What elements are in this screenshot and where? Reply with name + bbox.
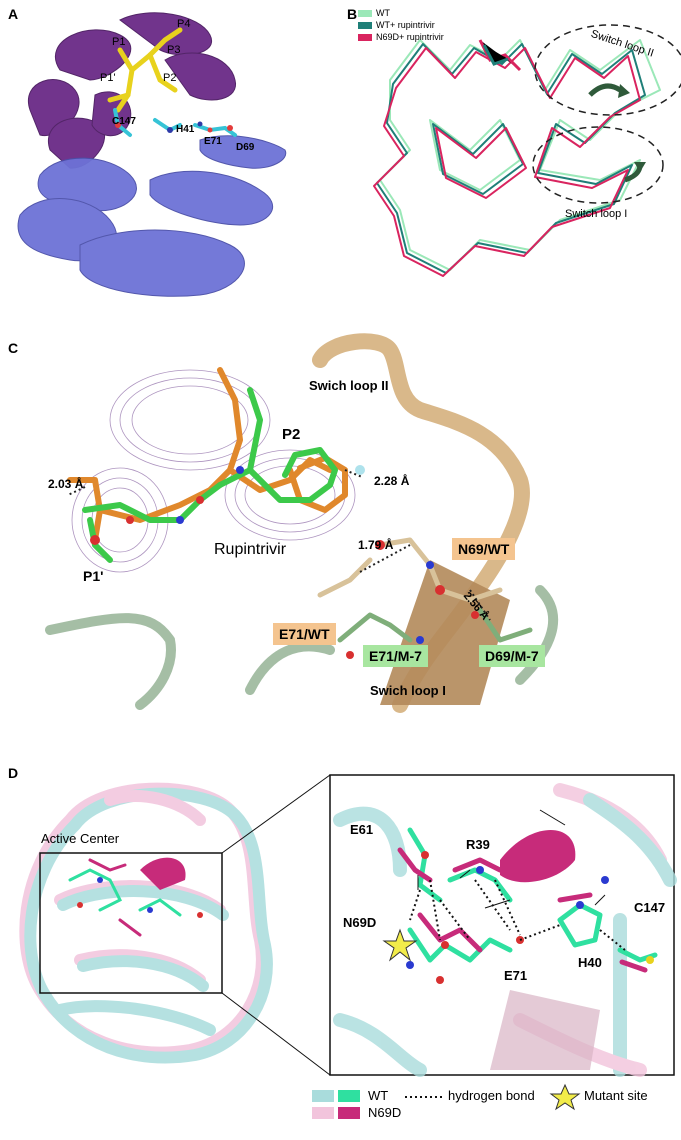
label-c-swich-loop-2: Swich loop II (309, 378, 389, 393)
legend-d-wt-swatch-light (312, 1090, 334, 1102)
label-d-c147: C147 (634, 900, 666, 915)
label-a-c147: C147 (112, 116, 136, 127)
legend-b-wt: WT (358, 8, 390, 18)
label-a-p3: P3 (167, 44, 181, 56)
legend-d-mutant-label: Mutant site (584, 1088, 648, 1103)
label-c-e71-wt: E71/WT (273, 623, 336, 645)
legend-d-n69d-label: N69D (368, 1105, 402, 1120)
legend-d-star-icon (549, 1083, 581, 1111)
mutant-site-star (382, 928, 418, 962)
label-c-n69-wt: N69/WT (452, 538, 516, 560)
panel-d-letter: D (8, 765, 19, 781)
legend-b-wt-label: WT (376, 8, 390, 18)
label-a-d69: D69 (236, 142, 255, 153)
panel-a-letter: A (8, 6, 19, 22)
label-c-d69-m7: D69/M-7 (479, 645, 545, 667)
label-c-dist-179: 1.79 Å (358, 538, 394, 552)
legend-b-wt-rup-swatch (358, 21, 372, 29)
label-d-e71: E71 (504, 968, 528, 983)
label-d-e61: E61 (350, 822, 374, 837)
legend-b-n69d-rup-swatch (358, 33, 372, 41)
legend-d-n69d-swatch-light (312, 1107, 334, 1119)
legend-d-wt-label: WT (368, 1088, 389, 1103)
label-b-switch-loop-1: Switch loop I (565, 208, 628, 220)
panel-c-letter: C (8, 340, 19, 356)
label-a-p1prime: P1' (100, 72, 116, 84)
label-c-rupintrivir: Rupintrivir (214, 541, 287, 558)
label-a-p4: P4 (177, 18, 191, 30)
label-d-n69d: N69D (343, 915, 377, 930)
legend-b-n69d-rup: N69D+ rupintrivir (358, 32, 444, 42)
label-a-e71: E71 (204, 136, 222, 147)
label-c-dist-228: 2.28 Å (374, 474, 410, 488)
label-a-h41: H41 (176, 124, 195, 135)
panel-b-letter: B (347, 6, 358, 22)
active-center-box (39, 852, 223, 994)
label-c-dist-203: 2.03 Å (48, 477, 84, 491)
label-c-p1prime: P1' (83, 568, 104, 584)
label-a-p1: P1 (112, 36, 126, 48)
label-d-active-center: Active Center (41, 831, 120, 846)
label-c-e71-m7: E71/M-7 (363, 645, 428, 667)
label-d-r39: R39 (466, 837, 490, 852)
legend-b-wt-rup-label: WT+ rupintrivir (376, 20, 435, 30)
legend-d-n69d-swatch-dark (338, 1107, 360, 1119)
legend-d-wt-swatch-dark (338, 1090, 360, 1102)
legend-b-n69d-rup-label: N69D+ rupintrivir (376, 32, 444, 42)
legend-b-wt-rup: WT+ rupintrivir (358, 20, 435, 30)
label-c-p2: P2 (282, 426, 301, 443)
label-a-p2: P2 (163, 72, 177, 84)
label-d-h40: H40 (578, 955, 602, 970)
label-c-swich-loop-1: Swich loop I (370, 683, 446, 698)
legend-d-hbond-label: hydrogen bond (448, 1088, 535, 1103)
legend-b-wt-swatch (358, 9, 372, 17)
